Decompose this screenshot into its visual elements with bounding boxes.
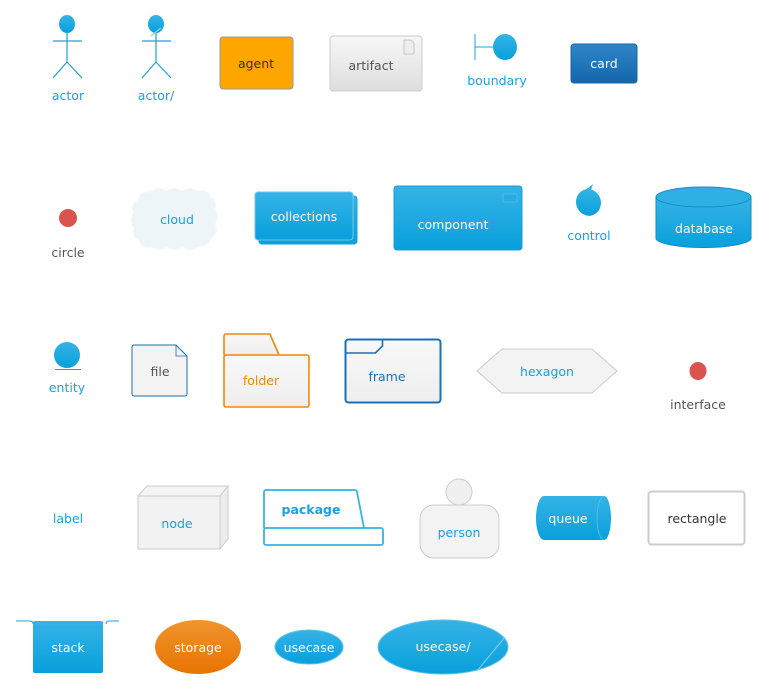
actor-alt-element[interactable]: actor/	[138, 15, 175, 103]
package-label: package	[282, 502, 341, 517]
control-element[interactable]: control	[567, 184, 611, 243]
hexagon-label: hexagon	[520, 364, 574, 379]
usecase-alt-label: usecase/	[415, 639, 471, 654]
boundary-element[interactable]: boundary	[467, 34, 527, 88]
document-icon	[403, 39, 415, 55]
component-label: component	[418, 217, 489, 232]
queue-element[interactable]: queue	[536, 495, 611, 541]
agent-label: agent	[238, 56, 274, 71]
circle-element[interactable]: circle	[51, 209, 85, 260]
actor-element[interactable]: actor	[52, 15, 85, 103]
boundary-label: boundary	[467, 73, 527, 88]
queue-label: queue	[548, 511, 587, 526]
interface-label: interface	[670, 397, 726, 412]
actor-icon	[52, 15, 83, 79]
collections-element[interactable]: collections	[254, 191, 358, 245]
stack-label: stack	[51, 640, 85, 655]
file-element[interactable]: file	[131, 344, 188, 397]
entity-icon	[54, 342, 81, 370]
package-element[interactable]: package	[263, 489, 384, 546]
database-shape	[655, 197, 752, 249]
label-element[interactable]: label	[53, 511, 83, 526]
rectangle-label: rectangle	[667, 511, 726, 526]
file-label: file	[150, 364, 169, 379]
person-label: person	[438, 525, 481, 540]
actor-label: actor	[52, 88, 85, 103]
node-element[interactable]: node	[136, 484, 230, 551]
circle-label: circle	[51, 245, 85, 260]
interface-icon	[689, 362, 707, 380]
usecase-alt-element[interactable]: usecase/	[377, 619, 509, 675]
agent-element[interactable]: agent	[219, 36, 294, 90]
artifact-label: artifact	[348, 58, 393, 73]
boundary-icon	[474, 34, 517, 60]
stack-element[interactable]: stack	[16, 620, 119, 673]
card-label: card	[590, 56, 617, 71]
frame-label: frame	[368, 369, 405, 384]
person-element[interactable]: person	[419, 478, 500, 559]
rectangle-element[interactable]: rectangle	[647, 490, 746, 546]
database-label: database	[675, 221, 733, 236]
cloud-element[interactable]: cloud	[131, 188, 218, 250]
storage-label: storage	[174, 640, 222, 655]
actor-alt-label: actor/	[138, 88, 175, 103]
cloud-label: cloud	[160, 212, 194, 227]
folder-label: folder	[243, 373, 280, 388]
person-head-icon	[445, 478, 473, 506]
usecase-label: usecase	[284, 640, 335, 655]
usecase-element[interactable]: usecase	[274, 629, 344, 665]
artifact-element[interactable]: artifact	[329, 35, 423, 92]
interface-element[interactable]: interface	[670, 362, 726, 412]
hexagon-element[interactable]: hexagon	[476, 348, 618, 394]
card-element[interactable]: card	[570, 43, 638, 84]
storage-element[interactable]: storage	[155, 620, 241, 674]
collections-label: collections	[271, 209, 338, 224]
entity-element[interactable]: entity	[49, 342, 86, 395]
node-label: node	[161, 516, 193, 531]
component-element[interactable]: component	[393, 185, 523, 251]
folder-element[interactable]: folder	[223, 333, 310, 408]
database-element[interactable]: database	[655, 186, 752, 249]
cloud-shape	[131, 188, 218, 250]
actor-icon	[141, 15, 172, 79]
circle-icon	[59, 209, 77, 227]
entity-label: entity	[49, 380, 86, 395]
component-icon	[502, 193, 518, 203]
control-label: control	[567, 228, 610, 243]
label-label: label	[53, 511, 83, 526]
frame-element[interactable]: frame	[344, 338, 442, 404]
